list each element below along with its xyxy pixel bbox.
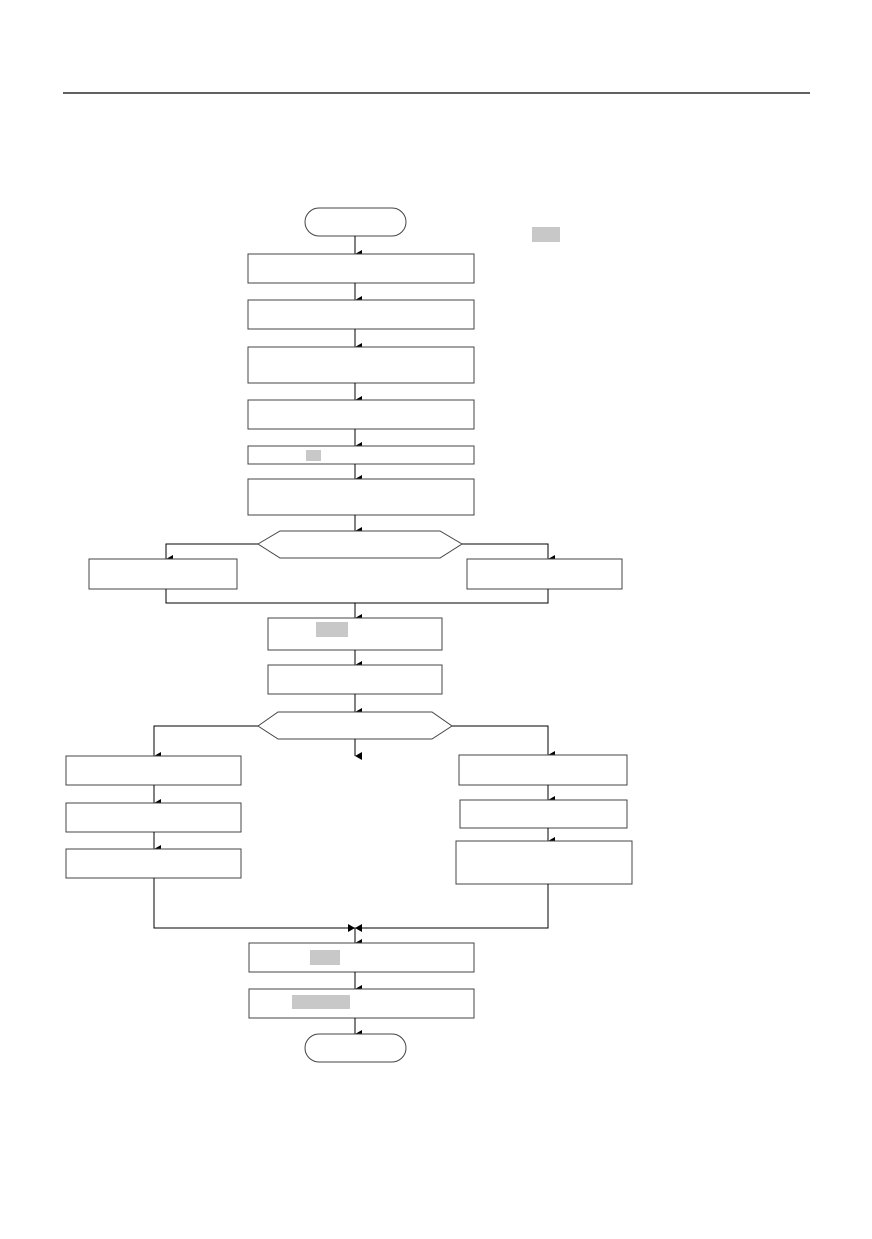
process-step-10 — [267, 664, 443, 695]
highlight-mark — [316, 622, 348, 637]
highlight-mark — [310, 950, 340, 965]
process-step-11 — [65, 755, 242, 786]
process-step-8 — [466, 558, 623, 590]
process-step-1 — [247, 253, 475, 284]
decision-1 — [257, 530, 463, 559]
connector — [153, 725, 258, 760]
merge-arrow-right — [355, 924, 362, 932]
process-step-13 — [65, 848, 242, 879]
process-step-7 — [88, 558, 238, 590]
process-step-3 — [247, 346, 475, 384]
connector — [452, 725, 555, 759]
legend-highlight-swatch — [532, 227, 560, 242]
connector — [153, 878, 355, 929]
process-step-5 — [247, 445, 475, 465]
highlight-mark — [292, 995, 350, 1009]
connector — [165, 589, 549, 604]
process-step-18 — [248, 988, 475, 1019]
merge-arrow-left — [348, 924, 355, 932]
process-step-6 — [247, 478, 475, 516]
process-step-2 — [247, 299, 475, 330]
connector — [165, 543, 258, 563]
process-step-9 — [267, 617, 443, 651]
connector — [355, 884, 549, 929]
process-step-16 — [455, 840, 633, 885]
process-step-4 — [247, 399, 475, 430]
start-terminator — [304, 207, 407, 237]
process-step-12 — [65, 802, 242, 833]
process-step-15 — [459, 799, 628, 829]
end-terminator — [304, 1033, 407, 1063]
process-step-17 — [248, 942, 475, 973]
process-step-14 — [458, 754, 628, 786]
decision-2 — [257, 711, 453, 740]
highlight-mark — [306, 450, 321, 461]
connector — [462, 543, 555, 563]
